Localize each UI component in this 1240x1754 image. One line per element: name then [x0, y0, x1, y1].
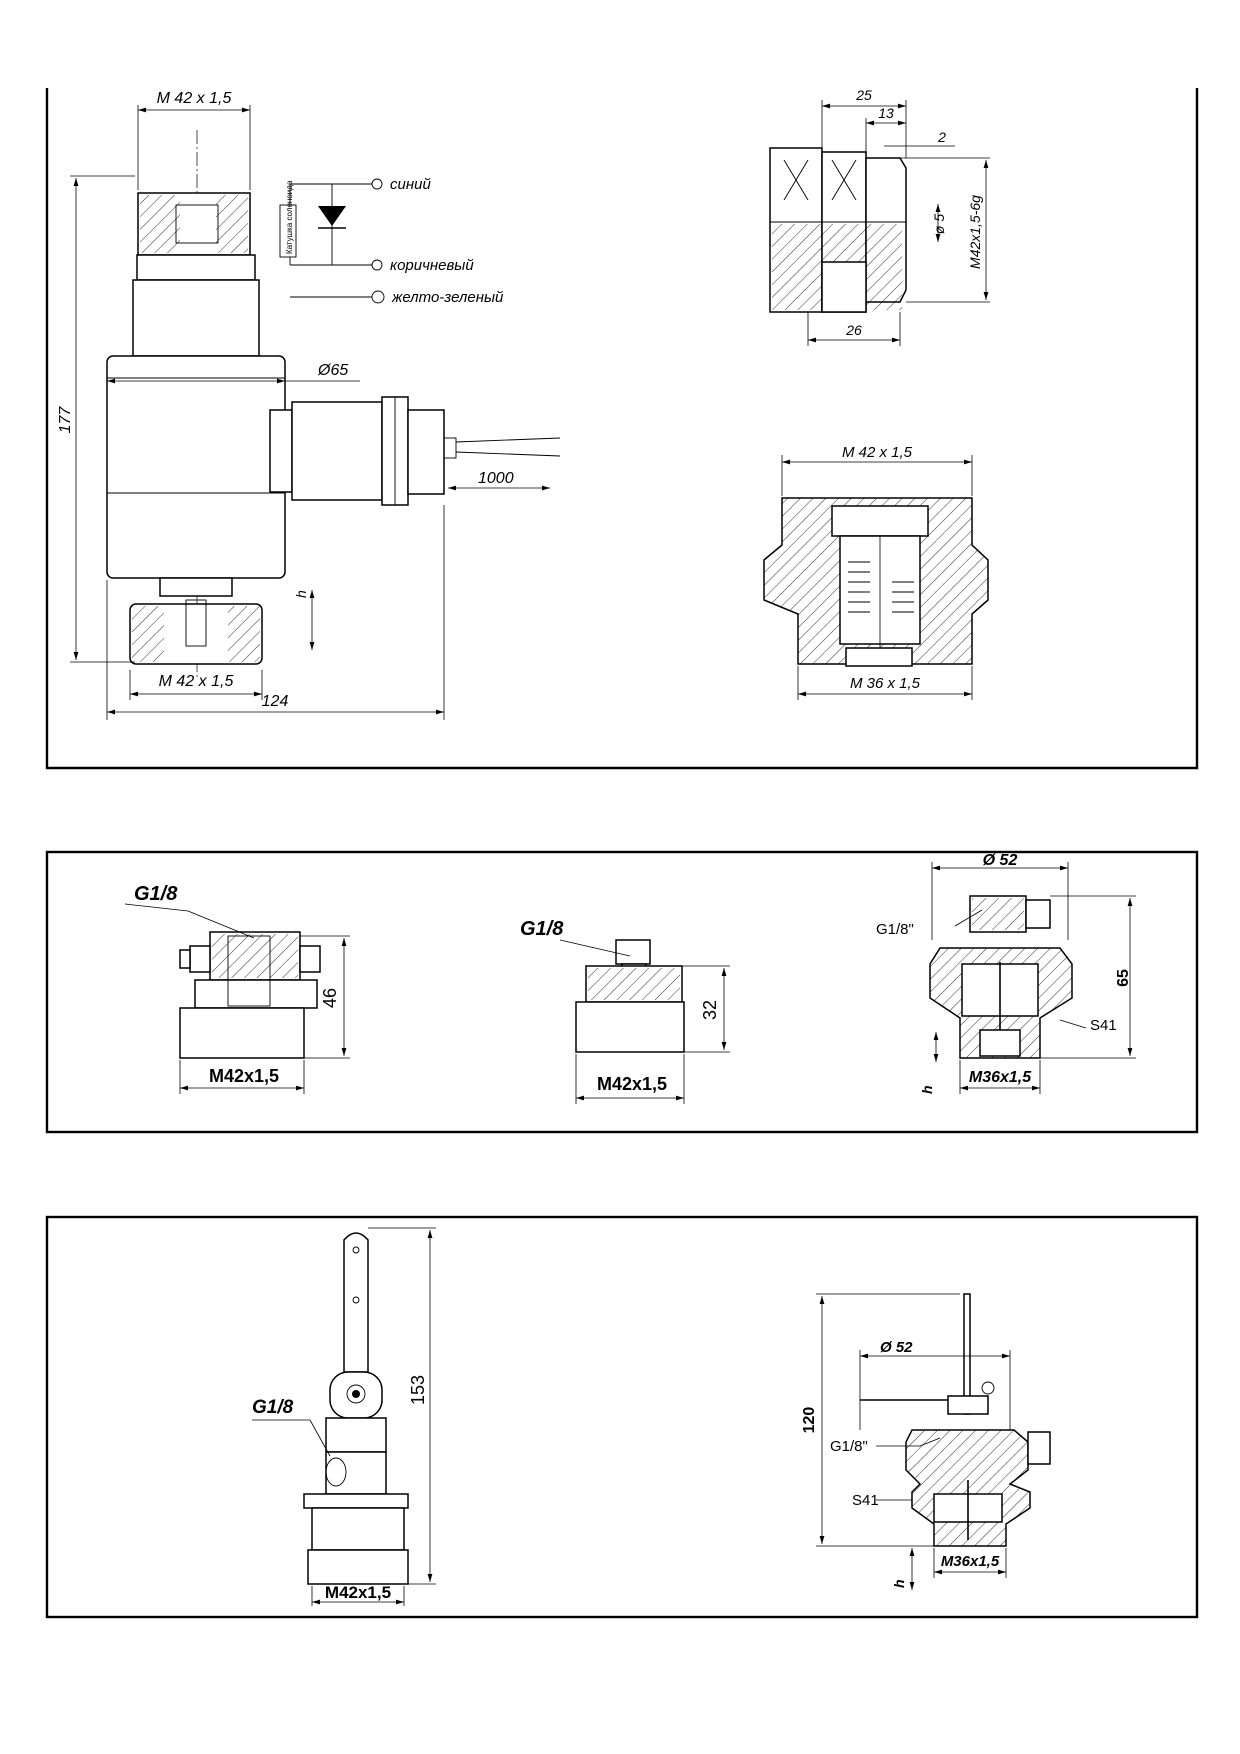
plug-left-port: G1/8: [134, 883, 178, 905]
plug-left-drawing: [124, 903, 350, 1094]
pin-valve-port: G1/8": [830, 1438, 868, 1455]
plug-left-height: 46: [320, 988, 340, 1008]
plug-mid-height: 32: [700, 1000, 720, 1020]
valve-right-height: 65: [1115, 969, 1132, 987]
dim-height-177: 177: [57, 406, 74, 434]
dim-25: 25: [855, 87, 872, 103]
dim-valve-thread-top: M 42 x 1,5: [842, 444, 913, 461]
dim-thread-top: M 42 x 1,5: [157, 90, 232, 107]
pin-valve-height: 120: [801, 1407, 818, 1434]
coil-label: Катушка соленоида: [285, 180, 294, 254]
lever-valve-drawing: [252, 1227, 436, 1606]
pin-valve-thread: M36x1,5: [941, 1553, 1000, 1570]
dim-valve-thread-bottom: M 36 x 1,5: [850, 675, 921, 692]
valve-right-diameter: Ø 52: [983, 852, 1018, 869]
lever-valve-thread: M42x1,5: [325, 1583, 391, 1602]
solenoid-valve-drawing: [70, 105, 561, 720]
valve-right-drawing: [929, 862, 1136, 1094]
pin-valve-wrench: S41: [852, 1492, 879, 1509]
dim-nut-thread: M42x1,5-6g: [967, 195, 983, 269]
dim-hole: ø 5: [931, 214, 947, 234]
plug-left-thread: M42x1,5: [209, 1066, 279, 1086]
wire-brown-label: коричневый: [390, 257, 474, 274]
lever-valve-height: 153: [408, 1375, 428, 1405]
dim-diameter-65: Ø65: [317, 362, 348, 379]
dim-26: 26: [845, 322, 862, 338]
wire-ground-label: желто-зеленый: [391, 289, 504, 306]
valve-right-thread: M36x1,5: [969, 1069, 1032, 1086]
dim-thread-bottom: M 42 x 1,5: [159, 673, 234, 690]
dim-cable-length: 1000: [478, 470, 514, 487]
panel-2-frame: [45, 850, 1199, 1134]
dim-width-124: 124: [262, 693, 289, 710]
wire-blue-label: синий: [390, 176, 431, 193]
plug-mid-thread: M42x1,5: [597, 1074, 667, 1094]
valve-right-wrench: S41: [1090, 1017, 1117, 1034]
lever-valve-port: G1/8: [252, 1397, 294, 1418]
nut-drawing: [769, 100, 990, 346]
pin-valve-h: h: [891, 1579, 907, 1588]
plug-middle-drawing: [559, 939, 730, 1104]
dim-13: 13: [878, 105, 894, 121]
dim-h: h: [293, 590, 309, 598]
valve-right-h: h: [919, 1085, 935, 1094]
valve-right-port: G1/8": [876, 921, 914, 938]
dim-2: 2: [937, 129, 946, 145]
plug-mid-port: G1/8: [520, 918, 564, 940]
panel-1-frame: [45, 88, 1199, 770]
valve-section-drawing: [763, 455, 989, 700]
pin-valve-drawing: [816, 1293, 1051, 1590]
panel-3-frame: [45, 1215, 1199, 1619]
pin-valve-diameter: Ø 52: [880, 1339, 913, 1356]
